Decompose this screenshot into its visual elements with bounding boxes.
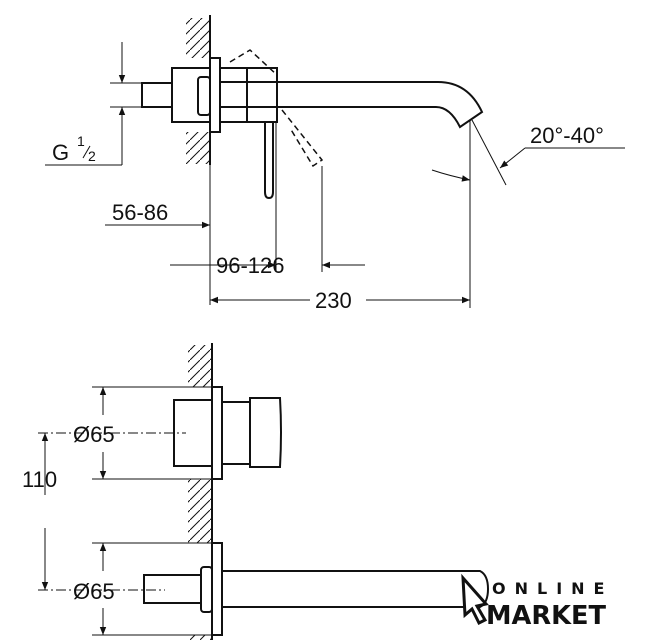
valve-cap <box>249 397 282 468</box>
dim-projection: 230 <box>315 288 352 313</box>
wall-plate <box>209 57 221 133</box>
dim-diameter-bottom: Ø65 <box>73 579 115 604</box>
thread-fraction-den: 2 <box>88 148 96 164</box>
dim-diameter-top: Ø65 <box>73 422 115 447</box>
spout <box>222 570 490 608</box>
spout-plate <box>211 542 223 636</box>
online-market-logo: ONLINE MARKET <box>461 573 613 631</box>
wall-hatch <box>186 18 210 58</box>
logo-line1: ONLINE <box>492 579 613 598</box>
dim-angle: 20°-40° <box>530 123 604 148</box>
dim-spacing: 110 <box>22 467 57 492</box>
wall-hatch <box>186 132 210 164</box>
pipe-stub <box>143 574 202 604</box>
lever <box>264 122 274 200</box>
thread-fraction-num: 1 <box>77 133 85 149</box>
valve-stem <box>221 401 251 465</box>
dim-wall-depth: 56-86 <box>112 200 168 225</box>
lever-swing-outline <box>229 49 324 168</box>
dim-lever-offset: 96-126 <box>216 253 285 278</box>
cursor-icon <box>461 573 489 626</box>
thread-label: G <box>52 140 69 165</box>
spout <box>220 81 484 129</box>
valve-plate <box>211 386 223 480</box>
valve-body <box>219 67 248 123</box>
logo-line2: MARKET <box>486 601 606 631</box>
inner-sleeve <box>197 76 211 116</box>
pipe-stub <box>141 82 173 108</box>
top-view: G 1 2 56-86 96-126 230 20°-40° <box>45 15 625 313</box>
front-view: Ø65 Ø65 110 <box>22 343 490 640</box>
valve-cap <box>246 67 278 123</box>
